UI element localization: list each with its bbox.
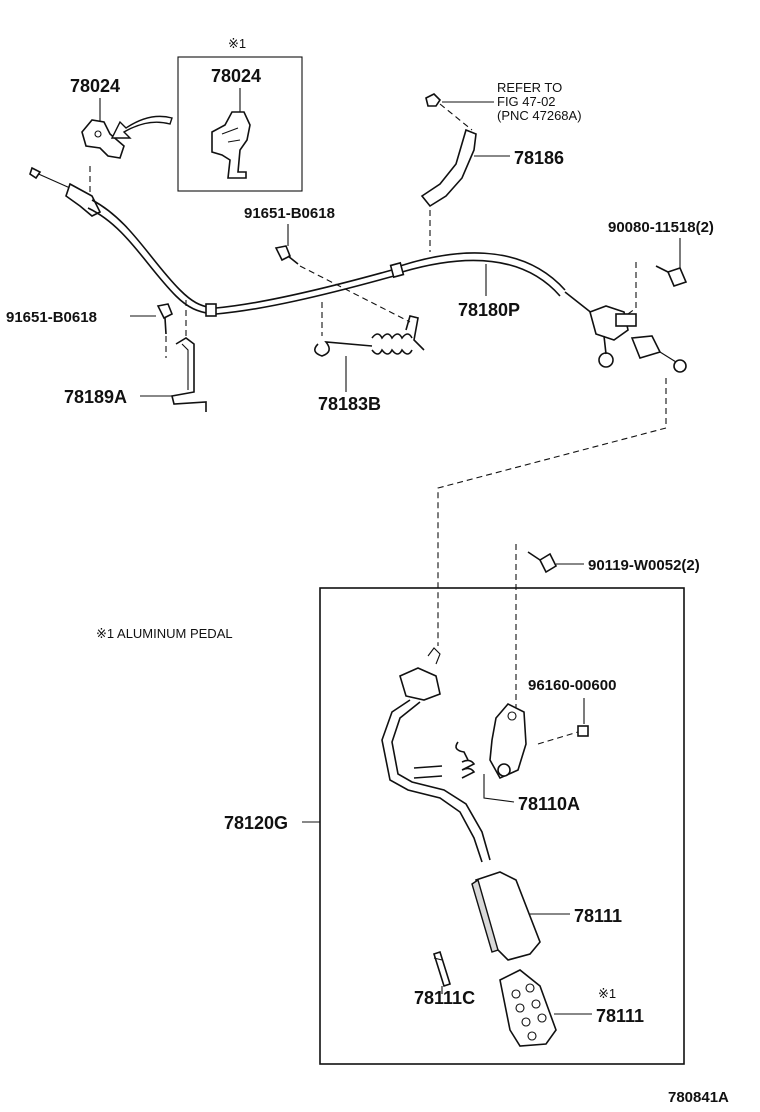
label-96160: 96160-00600: [528, 677, 616, 694]
label-90119: 90119-W0052(2): [588, 557, 700, 574]
bracket-78189A: [171, 337, 207, 412]
inset-box: [177, 56, 303, 192]
aluminum-pad: [499, 969, 557, 1047]
label-91651-top: 91651-B0618: [244, 205, 335, 222]
curved-arrow: [110, 115, 173, 139]
inset-mark: ※1: [228, 36, 246, 51]
label-78189A: 78189A: [64, 387, 127, 407]
nut-96160: [577, 725, 589, 737]
figure-code: 780841A: [668, 1089, 729, 1106]
label-78186: 78186: [514, 148, 564, 168]
label-78024-inset: 78024: [211, 66, 261, 86]
note-aluminum-pedal: ※1 ALUMINUM PEDAL: [96, 626, 233, 641]
spring-78183B: [314, 315, 425, 357]
bolt-91651-top: [274, 245, 299, 265]
label-78180P: 78180P: [458, 300, 520, 320]
pad-mark: ※1: [598, 986, 616, 1001]
bolt-90119: [527, 551, 558, 574]
bracket-78110A: [489, 703, 527, 780]
pedal-arm-78120G: [381, 647, 491, 863]
refer-line1: REFER TO: [497, 80, 562, 95]
label-78111C: 78111C: [414, 988, 475, 1008]
label-90080: 90080-11518(2): [608, 219, 714, 236]
pedal-pad-78111: [471, 871, 541, 961]
label-78111-a: 78111: [574, 906, 622, 926]
bracket-78186: [420, 93, 477, 208]
label-78111-b: 78111: [596, 1006, 644, 1026]
bracket-78024-inset: [211, 111, 251, 179]
label-78183B: 78183B: [318, 394, 381, 414]
label-78120G: 78120G: [224, 813, 288, 833]
bolt-91651-left: [156, 303, 174, 335]
refer-line2: FIG 47-02: [497, 94, 556, 109]
pin-78111C: [433, 950, 451, 988]
label-78024: 78024: [70, 76, 120, 96]
bracket-78024: [81, 119, 125, 159]
spring-78110A: [455, 741, 476, 779]
bolt-90080: [655, 265, 688, 287]
label-78110A: 78110A: [518, 794, 580, 814]
label-91651-left: 91651-B0618: [6, 309, 97, 326]
pedal-assembly-box: [319, 587, 685, 1065]
refer-line3: (PNC 47268A): [497, 108, 582, 123]
cable-78180P: [29, 166, 687, 373]
